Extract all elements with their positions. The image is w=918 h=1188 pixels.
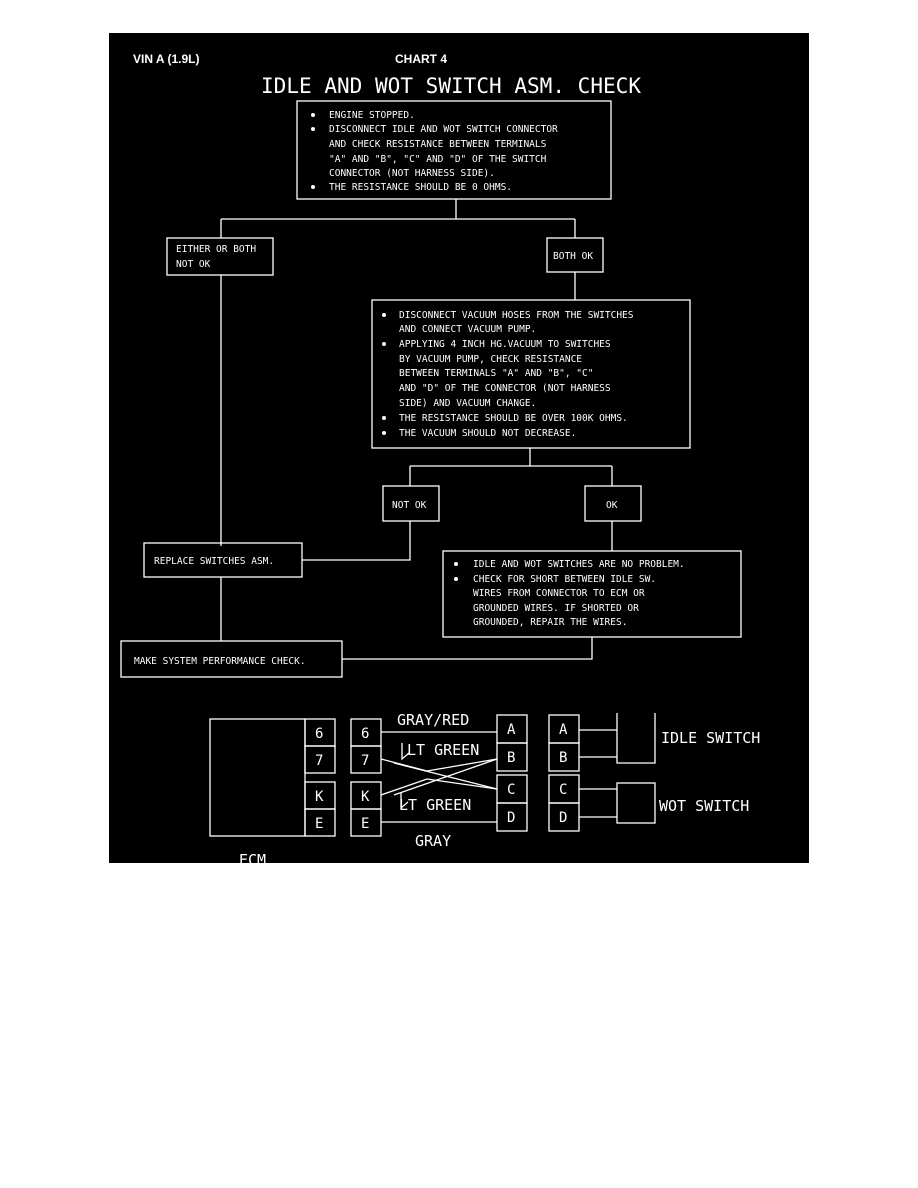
switch-pin: B	[559, 750, 567, 766]
both-ok-label: BOTH OK	[553, 251, 593, 262]
vacuum-step-line: AND CONNECT VACUUM PUMP.	[399, 324, 536, 335]
harness-pin: 6	[361, 726, 369, 742]
start-step-line: THE RESISTANCE SHOULD BE 0 OHMS.	[329, 182, 512, 193]
connector-pin: B	[507, 750, 515, 766]
ecm-pin: 7	[315, 753, 323, 769]
vacuum-step-line: BETWEEN TERMINALS "A" AND "B", "C"	[399, 368, 593, 379]
chart-title: IDLE AND WOT SWITCH ASM. CHECK	[261, 74, 641, 98]
vacuum-step-line: THE RESISTANCE SHOULD BE OVER 100K OHMS.	[399, 413, 628, 424]
replace-switches-box: REPLACE SWITCHES ASM.	[143, 542, 303, 578]
chart-panel: VIN A (1.9L) CHART 4 IDLE AND WOT SWITCH…	[109, 33, 809, 863]
ecm-pin: 6	[315, 726, 323, 742]
ecm-module	[209, 718, 306, 837]
vacuum-test-box: DISCONNECT VACUUM HOSES FROM THE SWITCHE…	[371, 299, 691, 449]
harness-pin: 7	[361, 753, 369, 769]
connector-pin: D	[507, 810, 515, 826]
wire-label-gray: GRAY	[415, 832, 451, 850]
connector-pin: C	[507, 782, 515, 798]
no-problem-line: WIRES FROM CONNECTOR TO ECM OR	[473, 588, 645, 599]
no-problem-line: GROUNDED WIRES. IF SHORTED OR	[473, 603, 639, 614]
vacuum-step-line: SIDE) AND VACUUM CHANGE.	[399, 398, 536, 409]
vacuum-step-line: AND "D" OF THE CONNECTOR (NOT HARNESS	[399, 383, 611, 394]
wot-switch-label: WOT SWITCH	[659, 797, 749, 815]
no-problem-line: CHECK FOR SHORT BETWEEN IDLE SW.	[473, 574, 656, 585]
connector-pin: A	[507, 722, 516, 738]
no-problem-line: GROUNDED, REPAIR THE WIRES.	[473, 617, 627, 628]
start-step-box: ENGINE STOPPED. DISCONNECT IDLE AND WOT …	[296, 100, 612, 200]
replace-switches-label: REPLACE SWITCHES ASM.	[154, 556, 274, 567]
either-not-ok-box: EITHER OR BOTH NOT OK	[166, 237, 274, 276]
both-ok-box: BOTH OK	[546, 237, 604, 273]
start-step-line: "A" AND "B", "C" AND "D" OF THE SWITCH	[329, 154, 547, 165]
no-problem-line: IDLE AND WOT SWITCHES ARE NO PROBLEM.	[473, 559, 685, 570]
vin-label: VIN A (1.9L)	[133, 52, 199, 66]
ecm-label: ECM	[239, 851, 266, 863]
start-step-line: CONNECTOR (NOT HARNESS SIDE).	[329, 168, 495, 179]
wiring-diagram: 6 7 K E ECM 6 7 K E A B C D GRAY/RED LT …	[209, 711, 760, 863]
vacuum-step-line: DISCONNECT VACUUM HOSES FROM THE SWITCHE…	[399, 310, 634, 321]
vacuum-step-line: THE VACUUM SHOULD NOT DECREASE.	[399, 428, 576, 439]
ecm-pin: K	[315, 789, 324, 805]
start-step-line: DISCONNECT IDLE AND WOT SWITCH CONNECTOR	[329, 124, 558, 135]
chart-number: CHART 4	[395, 52, 447, 66]
vacuum-step-line: APPLYING 4 INCH HG.VACUUM TO SWITCHES	[399, 339, 611, 350]
performance-check-label: MAKE SYSTEM PERFORMANCE CHECK.	[134, 656, 306, 667]
switch-pin: D	[559, 810, 567, 826]
ok-label: OK	[606, 500, 618, 511]
start-step-line: AND CHECK RESISTANCE BETWEEN TERMINALS	[329, 139, 547, 150]
harness-pin: K	[361, 789, 370, 805]
ok-box: OK	[584, 485, 642, 522]
not-ok-box: NOT OK	[382, 485, 440, 522]
switch-pin: C	[559, 782, 567, 798]
idle-switch-label: IDLE SWITCH	[661, 729, 760, 747]
connector-lines	[220, 199, 613, 660]
either-not-ok-line: NOT OK	[176, 259, 211, 270]
switch-pin: A	[559, 722, 568, 738]
vacuum-step-line: BY VACUUM PUMP, CHECK RESISTANCE	[399, 354, 582, 365]
wire-label-lt-green-bottom: LT GREEN	[399, 796, 471, 814]
not-ok-label: NOT OK	[392, 500, 427, 511]
either-not-ok-line: EITHER OR BOTH	[176, 244, 256, 255]
wot-switch-body	[616, 782, 656, 824]
performance-check-box: MAKE SYSTEM PERFORMANCE CHECK.	[120, 640, 343, 678]
wire-label-gray-red: GRAY/RED	[397, 711, 469, 729]
harness-pin: E	[361, 816, 369, 832]
no-problem-box: IDLE AND WOT SWITCHES ARE NO PROBLEM. CH…	[442, 550, 742, 638]
start-step-line: ENGINE STOPPED.	[329, 110, 415, 121]
wire-label-lt-green-top: LT GREEN	[407, 741, 479, 759]
idle-switch-body	[616, 713, 656, 764]
ecm-pin: E	[315, 816, 323, 832]
flowchart-diagram: VIN A (1.9L) CHART 4 IDLE AND WOT SWITCH…	[120, 52, 760, 863]
